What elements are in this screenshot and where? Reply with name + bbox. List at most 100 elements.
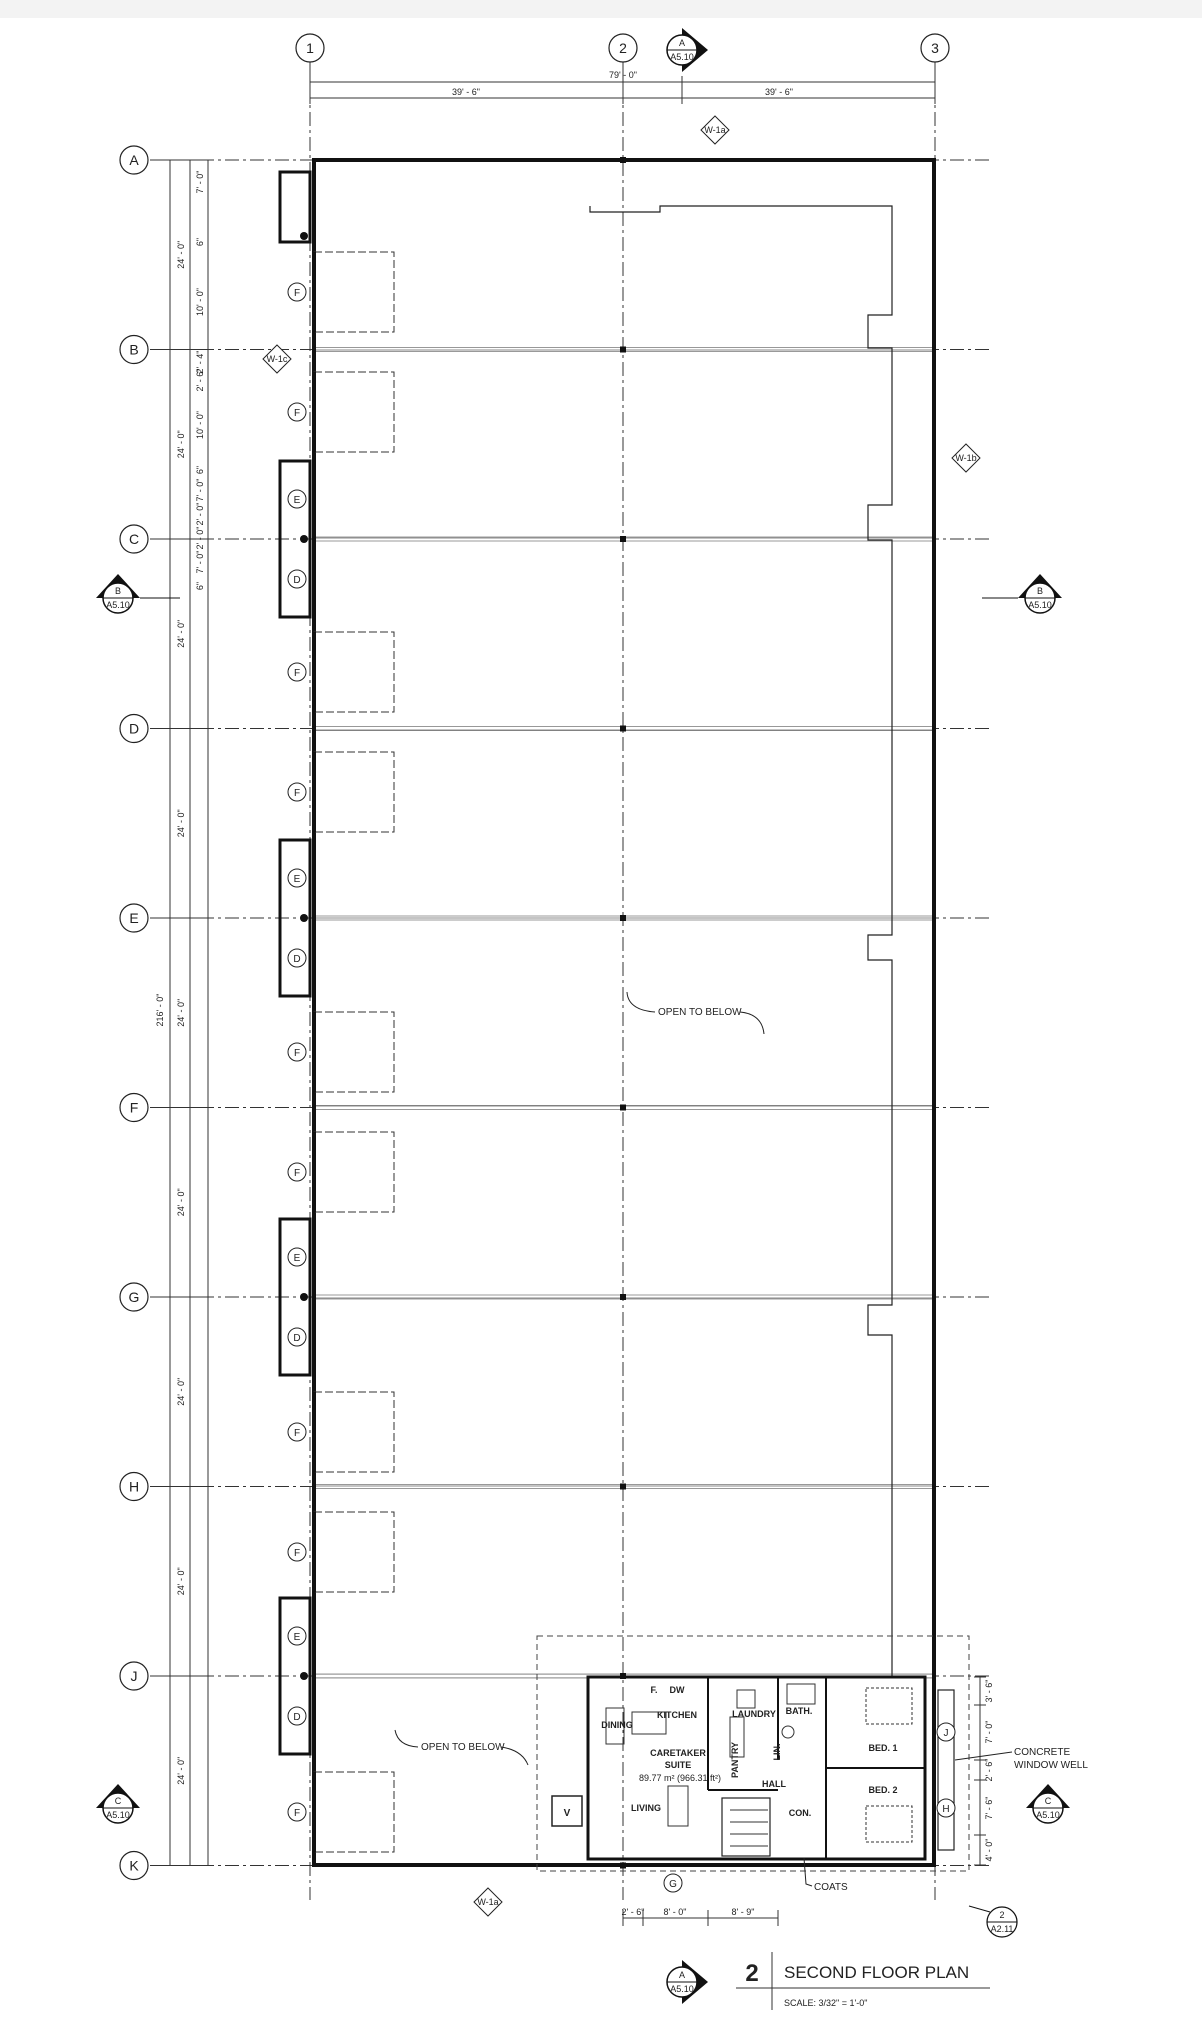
grid-bubble-row-D: D: [119, 713, 149, 744]
dim-top-left: 39' - 6": [452, 87, 480, 97]
svg-text:2: 2: [999, 1910, 1004, 1920]
svg-text:A5.10: A5.10: [1028, 600, 1052, 610]
grid-bubble-row-K: K: [119, 1850, 149, 1881]
dining-table: [605, 1707, 625, 1745]
room-suite: SUITE: [665, 1760, 692, 1770]
svg-text:A5.10: A5.10: [106, 1810, 130, 1820]
door-tag-f-9: F: [287, 1802, 307, 1822]
door-tag-h: H: [936, 1798, 956, 1818]
door-tag-e-1: E: [287, 868, 307, 888]
dim-sub-c-3: 7' - 0": [195, 551, 205, 574]
room-living: LIVING: [631, 1803, 661, 1813]
door-tag-f-1: F: [287, 282, 307, 302]
grid-bubble-row-G: G: [119, 1282, 149, 1312]
dim-sub-b-2: 6": [195, 466, 205, 474]
dim-top-total: 79' - 0": [609, 70, 637, 80]
dim-right-4: 4' - 0": [984, 1839, 994, 1862]
dishwasher-label: DW: [670, 1685, 685, 1695]
grid-bubble-label: 1: [306, 40, 314, 56]
title-block: 2 SECOND FLOOR PLAN SCALE: 3/32" = 1'-0": [736, 1952, 990, 2010]
washer: [736, 1689, 756, 1709]
stair-enclosure: [278, 1596, 312, 1756]
room-laundry: LAUNDRY: [732, 1709, 776, 1719]
svg-text:A5.10: A5.10: [670, 1984, 694, 1994]
overhead-door-9: [313, 1771, 395, 1853]
door-tag-j: J: [936, 1722, 956, 1742]
grid-bubble-col-1: 1: [295, 33, 325, 63]
door-tag-e-0: E: [287, 489, 307, 509]
door-tag-label: E: [294, 874, 301, 885]
grid-bubble-label: J: [131, 1668, 138, 1684]
door-tag-label: F: [294, 1548, 300, 1559]
open-to-below-label-upper: OPEN TO BELOW: [658, 1007, 742, 1018]
door-tag-f-3: F: [287, 662, 307, 682]
stair-post: [300, 1293, 308, 1301]
dim-bay-6: 24' - 0": [176, 1188, 186, 1216]
grid-bubble-label: E: [129, 910, 138, 926]
door-tag-label: F: [294, 1428, 300, 1439]
dim-sub-c-0: 7' - 0": [195, 479, 205, 502]
dim-right-1: 7' - 0": [984, 1721, 994, 1744]
door-tag-f-6: F: [287, 1162, 307, 1182]
svg-text:W-1a: W-1a: [704, 125, 725, 135]
svg-text:A5.10: A5.10: [106, 600, 130, 610]
column-post: [620, 536, 626, 542]
column-post: [620, 346, 626, 353]
vent-shaft: [551, 1795, 583, 1827]
grid-bubble-label: B: [129, 342, 138, 358]
room-bed-2: BED. 2: [868, 1785, 897, 1795]
door-tag-label: E: [294, 1632, 301, 1643]
dim-sub-a-0: 7' - 0": [195, 171, 205, 194]
drawing-scale: SCALE: 3/32" = 1'-0": [784, 1998, 867, 2008]
section-marker-c-right: C A5.10: [1026, 1784, 1070, 1824]
dim-bay-1: 24' - 0": [176, 241, 186, 269]
svg-text:A5.10: A5.10: [1036, 1810, 1060, 1820]
svg-text:W-1c: W-1c: [267, 354, 288, 364]
dim-sub-b-1: 10' - 0": [195, 411, 205, 439]
caretaker-suite: [536, 1635, 970, 1872]
door-tag-d-1: D: [287, 948, 307, 968]
grid-bubble-label: C: [129, 531, 139, 547]
door-tag-label: F: [294, 408, 300, 419]
column-post: [620, 915, 626, 921]
door-tag-f-8: F: [287, 1542, 307, 1562]
door-tag-f-5: F: [287, 1042, 307, 1062]
loading-bays: [278, 170, 395, 1853]
grid-bubble-label: 2: [619, 40, 627, 56]
exterior-wall: [312, 158, 936, 1867]
room-bath: BATH.: [786, 1706, 813, 1716]
door-tag-label: F: [294, 788, 300, 799]
window-well: [937, 1689, 955, 1851]
door-tag-label: D: [293, 1333, 300, 1344]
overhead-door-2: [313, 371, 395, 453]
dim-bottom-1: 8' - 0": [664, 1907, 687, 1917]
dim-sub-a-1: 6": [195, 238, 205, 246]
wall-tag-w1a-top: W-1a: [700, 115, 730, 145]
dim-left-total: 216' - 0": [155, 994, 165, 1027]
overhead-door-7: [313, 1391, 395, 1473]
door-tag-f-2: F: [287, 402, 307, 422]
door-tag-d-3: D: [287, 1706, 307, 1726]
grid-bubble-row-B: B: [119, 334, 149, 365]
top-bar: [0, 0, 1202, 18]
detail-marker-2: 2 A2.11: [968, 1905, 1018, 1938]
room-kitchen: KITCHEN: [657, 1710, 697, 1720]
coats-label: COATS: [814, 1882, 848, 1893]
door-tag-label: H: [942, 1804, 949, 1815]
grid-bubble-row-J: J: [119, 1661, 149, 1691]
open-to-below-label-lower: OPEN TO BELOW: [421, 1742, 505, 1753]
stair-enclosure: [278, 459, 312, 619]
overhead-door-5: [313, 1011, 395, 1093]
dim-bay-9: 24' - 0": [176, 1757, 186, 1785]
column-post: [620, 1294, 626, 1300]
interior-partition: [589, 205, 893, 1677]
svg-text:A: A: [679, 38, 685, 48]
dim-right-3: 7' - 6": [984, 1797, 994, 1820]
linen-label: LIN.: [772, 1744, 782, 1761]
grid-bubble-row-E: E: [119, 903, 149, 933]
closet-label: CON.: [789, 1808, 812, 1818]
kitchen-island: [631, 1711, 667, 1735]
door-tag-label: D: [293, 954, 300, 965]
grid-bubble-col-3: 3: [920, 33, 950, 63]
